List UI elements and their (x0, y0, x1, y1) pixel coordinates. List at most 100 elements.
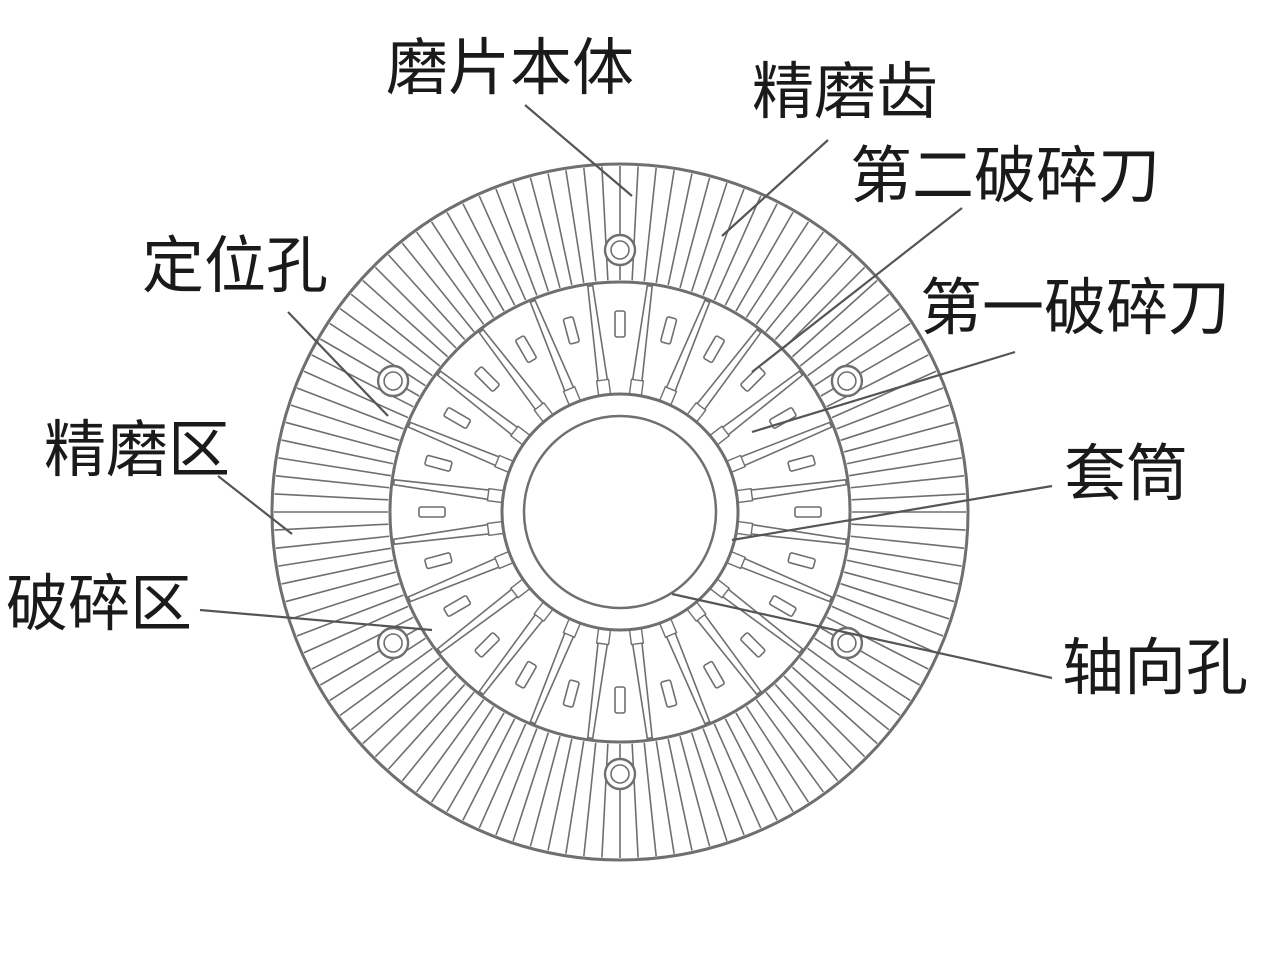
fine-tooth (329, 637, 426, 702)
positioning-hole-inner (837, 633, 857, 653)
fine-tooth (735, 211, 794, 312)
label-sleeve: 套筒 (1064, 437, 1188, 510)
fine-tooth (430, 706, 495, 803)
crushing-slot (768, 595, 797, 617)
fine-tooth (799, 293, 890, 367)
positioning-hole-inner (610, 764, 630, 784)
crushing-slot (562, 679, 580, 708)
fine-tooth (667, 738, 693, 851)
fine-tooth (631, 166, 639, 281)
fine-tooth (849, 457, 962, 477)
fine-tooth (831, 370, 937, 419)
label-first-crushing-blade: 第一破碎刀 (920, 271, 1230, 344)
fine-tooth (774, 254, 853, 341)
crushing-slot (740, 632, 766, 658)
leader-first-crushing-blade (751, 350, 1016, 434)
label-second-crushing-blade: 第二破碎刀 (850, 139, 1160, 212)
fine-tooth (826, 616, 929, 670)
leader-lines (199, 104, 1053, 680)
fine-tooth (655, 170, 675, 283)
fine-tooth (713, 723, 762, 829)
fine-tooth (462, 203, 516, 306)
fine-tooth (547, 173, 573, 286)
crushing-slot (418, 506, 446, 518)
fine-tooth (583, 167, 597, 282)
label-axial-hole: 轴向孔 (1062, 631, 1248, 704)
fine-tooth (430, 221, 495, 318)
crushing-slot (703, 660, 725, 689)
fine-tooth (601, 743, 609, 858)
fine-tooth (495, 728, 538, 836)
crushing-slot (443, 407, 472, 429)
fine-tooth (415, 231, 485, 325)
fine-tooth (831, 605, 937, 654)
fine-tooth (362, 279, 449, 358)
fine-tooth (362, 666, 449, 745)
fine-tooth (745, 221, 810, 318)
leader-fine-grinding-zone (217, 475, 293, 535)
fine-tooth (851, 493, 966, 501)
fine-tooth (281, 439, 394, 465)
fine-tooth (850, 475, 965, 489)
fine-tooth (791, 666, 878, 745)
fine-tooth (690, 732, 728, 842)
fine-tooth (565, 170, 585, 283)
fine-tooth (783, 266, 866, 349)
positioning-hole-inner (383, 633, 403, 653)
crushing-slot (794, 506, 822, 518)
fine-tooth (724, 203, 778, 306)
fine-tooth (843, 571, 955, 603)
fine-tooth (643, 742, 657, 857)
crushing-slot (515, 335, 537, 364)
label-fine-grinding-teeth: 精磨齿 (752, 55, 938, 128)
fine-tooth (478, 723, 527, 829)
crushing-slot (474, 632, 500, 658)
fine-tooth (655, 741, 675, 854)
positioning-hole-inner (837, 371, 857, 391)
fine-tooth (512, 182, 550, 292)
fine-tooth (285, 571, 397, 603)
fine-tooth (274, 523, 389, 531)
crushing-slot (515, 660, 537, 689)
fine-tooth (350, 293, 441, 367)
fine-tooth (285, 421, 397, 453)
fine-tooth (275, 535, 390, 549)
fine-tooth (851, 523, 966, 531)
fine-tooth (547, 738, 573, 851)
fine-tooth (840, 582, 950, 620)
fine-tooth (329, 322, 426, 387)
fine-tooth (401, 242, 475, 333)
axial-hole-circle (522, 414, 718, 610)
crushing-slot (562, 316, 580, 345)
leader-positioning-hole (287, 311, 389, 417)
crushing-slot (443, 595, 472, 617)
fine-tooth (446, 211, 505, 312)
fine-tooth (290, 404, 400, 442)
fine-tooth (303, 370, 409, 419)
fine-tooth (643, 167, 657, 282)
grinding-disc (270, 162, 970, 862)
fine-tooth (278, 547, 391, 567)
fine-tooth (846, 439, 959, 465)
fine-tooth (311, 354, 414, 408)
fine-tooth (339, 647, 433, 717)
fine-tooth (690, 182, 728, 292)
fine-grinding-teeth-ring (274, 166, 966, 858)
crushing-slot (614, 686, 626, 714)
crushing-slot (474, 366, 500, 392)
leader-axial-hole (671, 592, 1053, 680)
fine-tooth (836, 594, 944, 637)
fine-tooth (275, 475, 390, 489)
fine-tooth (702, 728, 745, 836)
fine-tooth (755, 699, 825, 793)
crushing-slot (660, 316, 678, 345)
fine-tooth (495, 188, 538, 296)
fine-tooth (791, 279, 878, 358)
fine-tooth (339, 307, 433, 377)
fine-tooth (826, 354, 929, 408)
positioning-holes (376, 233, 864, 791)
fine-tooth (807, 647, 901, 717)
fine-tooth (799, 657, 890, 731)
outer-rim (270, 162, 970, 862)
